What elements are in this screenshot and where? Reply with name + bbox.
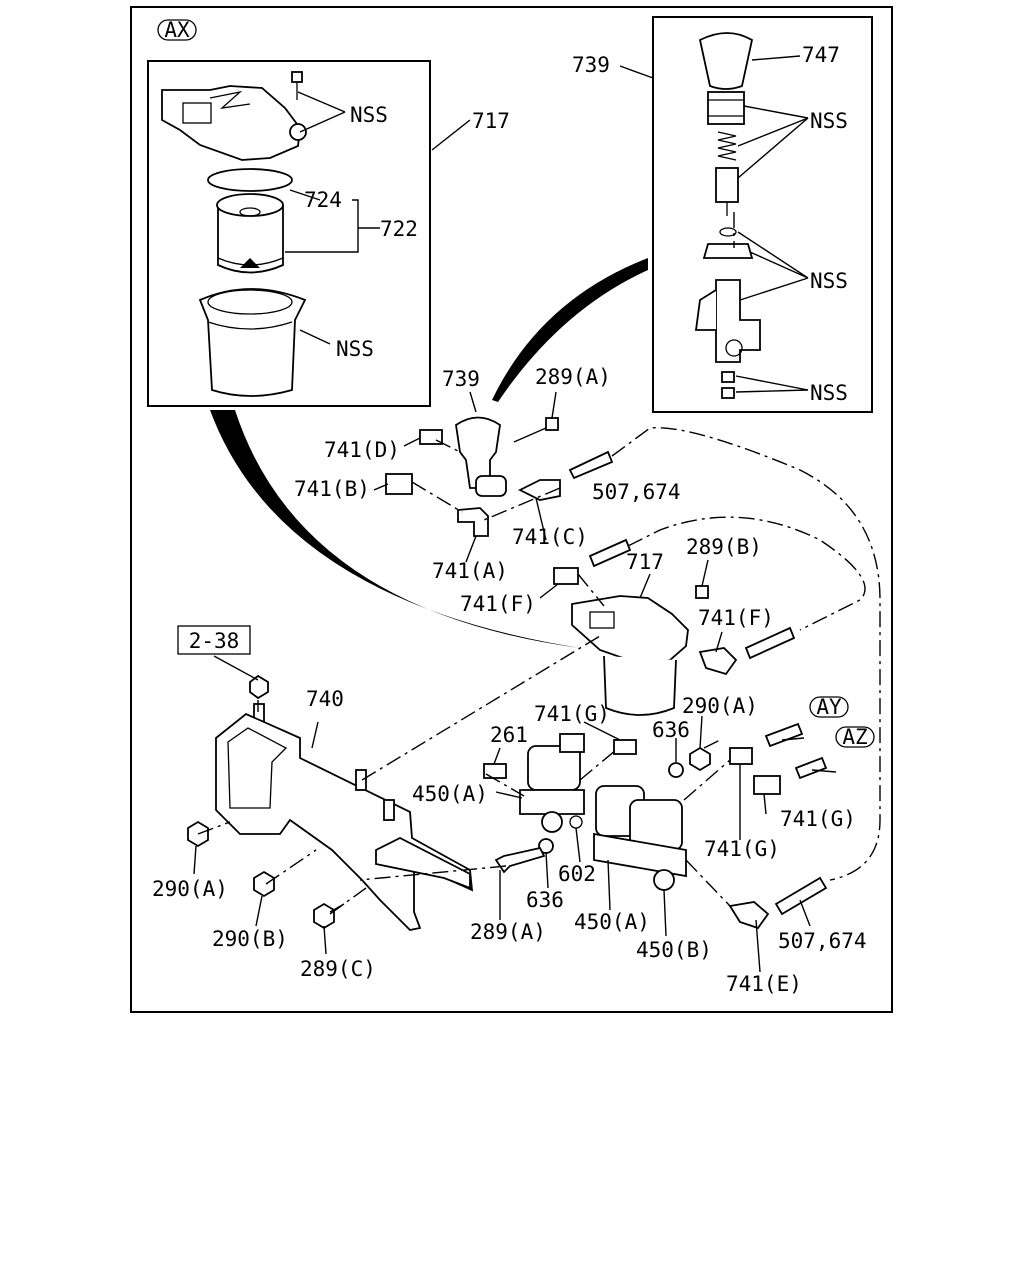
svg-text:2-38: 2-38 (189, 629, 240, 653)
connector-741a (457, 507, 489, 537)
connector-741f-right (698, 647, 738, 676)
callout-636-bottom: 636 (526, 888, 564, 912)
phantom-lines (197, 212, 881, 915)
nut-top (249, 674, 269, 700)
svg-text:AY: AY (816, 695, 842, 719)
hose-top (568, 450, 614, 480)
mounting-bracket (215, 712, 474, 931)
callout-nss-filter-top: NSS (350, 103, 388, 127)
callout-741g-right: 741(G) (780, 807, 856, 831)
connector-741g-mid (729, 747, 753, 765)
callout-261: 261 (490, 723, 528, 747)
callout-741b: 741(B) (294, 477, 370, 501)
callout-740: 740 (306, 687, 344, 711)
pump-detail-arc (492, 258, 648, 402)
fuel-filter (571, 595, 689, 665)
callout-289b: 289(B) (686, 535, 762, 559)
connector-741b (385, 473, 413, 495)
callout-717-inset: 717 (472, 109, 510, 133)
callout-722: 722 (380, 217, 418, 241)
nut-290a-top (689, 746, 711, 772)
svg-text:AZ: AZ (842, 725, 867, 749)
svg-text:AX: AX (164, 18, 190, 42)
callout-636-top: 636 (652, 718, 690, 742)
bolt-289a-bottom (494, 846, 546, 874)
callout-450b: 450(B) (636, 938, 712, 962)
callout-507-674-top: 507,674 (592, 480, 681, 504)
callout-450a-bottom: 450(A) (574, 910, 650, 934)
fuel-filter-exploded (161, 71, 307, 397)
callout-289c: 289(C) (300, 957, 376, 981)
callout-nss-pump-1: NSS (810, 109, 848, 133)
washer-636-top (668, 762, 684, 778)
bolt-289c (313, 902, 335, 930)
callout-450a-top: 450(A) (412, 782, 488, 806)
hose-az (794, 756, 828, 780)
hose-middle (588, 538, 632, 568)
connector-741f-left (553, 567, 579, 585)
callout-741a: 741(A) (432, 559, 508, 583)
callout-741g-mid: 741(G) (704, 837, 780, 861)
callout-741f-right: 741(F) (698, 606, 774, 630)
pump-inset-frame (652, 16, 873, 413)
callout-741e: 741(E) (726, 972, 802, 996)
section-tag: AX (157, 18, 197, 42)
callout-741d: 741(D) (324, 438, 400, 462)
callout-nss-filter-bowl: NSS (336, 337, 374, 361)
callout-747: 747 (802, 43, 840, 67)
callout-nss-pump-2: NSS (810, 269, 848, 293)
hose-right (744, 626, 796, 660)
callout-507-674-bottom: 507,674 (778, 929, 867, 953)
leader-lines (193, 55, 837, 973)
priming-pump (455, 416, 501, 489)
callout-602: 602 (558, 862, 596, 886)
outer-frame (130, 6, 893, 1013)
callout-724: 724 (304, 188, 342, 212)
filter-inset-frame (147, 60, 431, 407)
callout-labels: 717 NSS 724 722 NSS 739 747 NSS NSS NSS … (152, 43, 867, 996)
connector-261 (483, 763, 507, 779)
reference-box: 2-38 (177, 625, 251, 655)
callout-nss-pump-3: NSS (810, 381, 848, 405)
connector-741g-top (613, 739, 637, 755)
callout-741g-top: 741(G) (534, 702, 610, 726)
hose-ay (764, 722, 804, 748)
callout-739-inset: 739 (572, 53, 610, 77)
main-assembly (187, 416, 828, 931)
callout-289a-bottom: 289(A) (470, 920, 546, 944)
callout-717: 717 (626, 550, 664, 574)
callout-741f-left: 741(F) (460, 592, 536, 616)
nut-290b (253, 870, 275, 898)
tag-az: AZ (835, 725, 875, 749)
tag-ay: AY (809, 695, 849, 719)
callout-739: 739 (442, 367, 480, 391)
connector-741g-right (753, 775, 781, 795)
o-ring-602 (569, 815, 583, 829)
hose-bottom (774, 876, 828, 916)
priming-pump-exploded (694, 32, 761, 399)
callout-290a-top: 290(A) (682, 694, 758, 718)
callout-289a-top: 289(A) (535, 365, 611, 389)
callout-741c: 741(C) (512, 525, 588, 549)
callout-290b: 290(B) (212, 927, 288, 951)
connector-741e (728, 901, 770, 930)
callout-290a-left: 290(A) (152, 877, 228, 901)
